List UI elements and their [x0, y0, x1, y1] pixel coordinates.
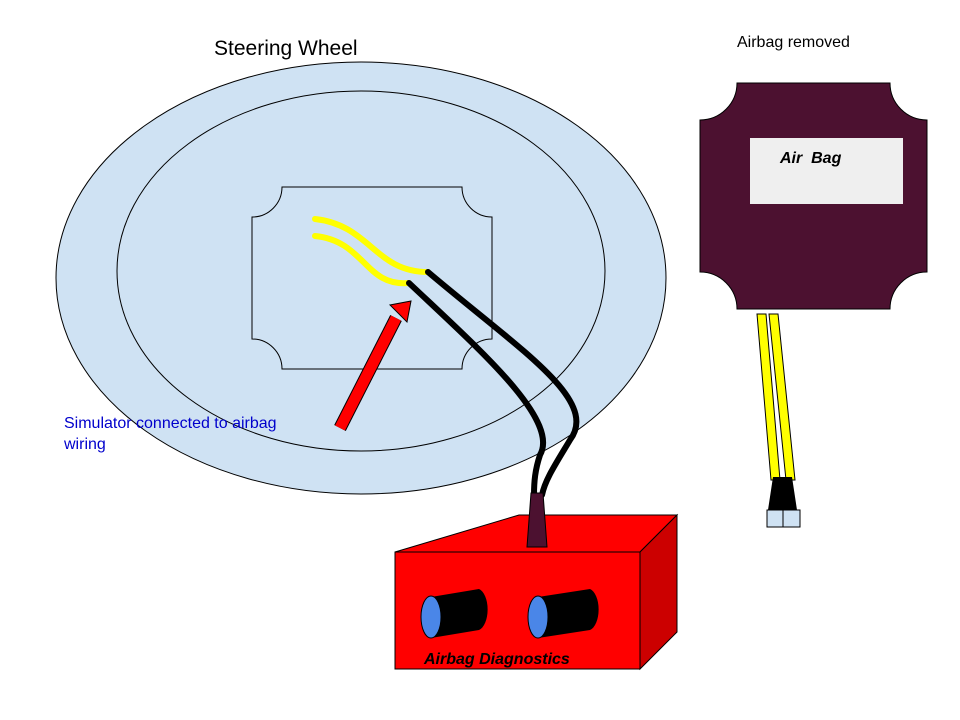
airbag-module: Air Bag [699, 82, 928, 310]
knob-right-body [538, 589, 599, 638]
steering-wheel [55, 61, 667, 495]
red-pointer-arrow [334, 300, 412, 431]
airbag-removed-title: Airbag removed [737, 34, 850, 51]
steering-wheel-hub [251, 186, 493, 370]
airbag-label-plate [750, 138, 903, 204]
simulator-annotation: Simulator connected to airbag wiring [63, 415, 281, 453]
black-wire-lower [406, 280, 547, 498]
black-cable [406, 269, 580, 498]
airbag-label: Air Bag [779, 150, 842, 167]
arrow-shaft-fill [335, 315, 401, 431]
airbag-leads [756, 313, 801, 528]
knob-right-cap [527, 595, 549, 639]
airbag-plug-body [768, 477, 797, 510]
knob-left-body [431, 589, 488, 638]
black-wire-upper [425, 269, 580, 498]
simulator-yellow-wires [312, 216, 431, 287]
diagnostics-label: Airbag Diagnostics [423, 651, 570, 668]
airbag-lead-right [768, 313, 796, 481]
knob-right [527, 589, 599, 639]
cable-connector [526, 492, 548, 548]
arrow-head [388, 300, 412, 324]
knob-left [420, 589, 488, 639]
steering-wheel-title: Steering Wheel [214, 37, 358, 60]
yellow-wire-upper [312, 216, 431, 275]
yellow-wire-lower [312, 233, 412, 287]
knob-left-cap [420, 595, 442, 639]
airbag-diagnostics-box: Airbag Diagnostics [394, 492, 679, 671]
simulator-annotation-line1: Simulator connected to airbag [64, 415, 277, 432]
simulator-annotation-line2: wiring [63, 436, 106, 453]
